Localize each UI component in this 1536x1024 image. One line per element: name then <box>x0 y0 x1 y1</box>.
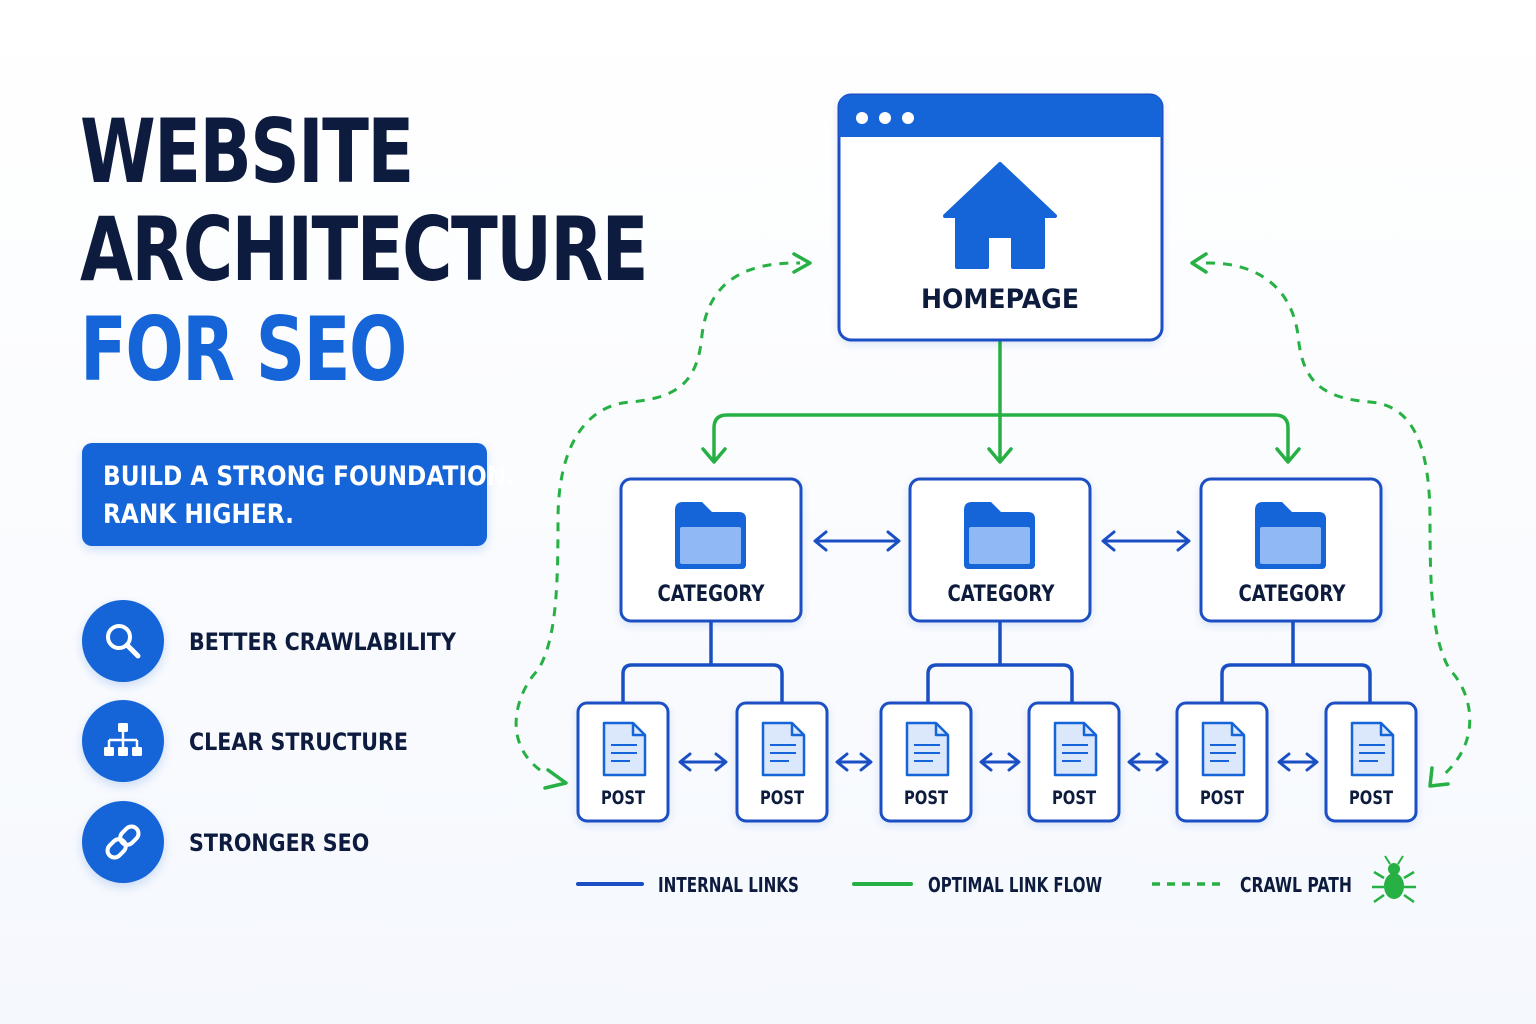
category-node-3: CATEGORY <box>1199 477 1383 623</box>
window-dot-1 <box>856 112 868 124</box>
post-label-4: POST <box>1052 787 1096 809</box>
category-label-3: CATEGORY <box>1239 582 1347 607</box>
double-arrow-cat-2-3 <box>1101 530 1191 552</box>
homepage-label: HOMEPAGE <box>921 284 1079 315</box>
tagline-line-1: BUILD A STRONG FOUNDATION. <box>103 461 515 492</box>
bug-icon <box>1372 855 1416 904</box>
document-icon <box>1201 721 1246 777</box>
optimal-link-flow <box>701 338 1301 464</box>
document-icon <box>1350 721 1395 777</box>
double-arrow-cat-1-2 <box>813 530 901 552</box>
tagline-box: BUILD A STRONG FOUNDATION. RANK HIGHER. <box>82 443 515 546</box>
legend-label-crawl-path: CRAWL PATH <box>1240 873 1352 897</box>
crawl-path-right <box>1205 261 1472 780</box>
category-node-2: CATEGORY <box>908 477 1092 623</box>
post-label-3: POST <box>904 787 948 809</box>
post-node-3: POST <box>879 701 973 823</box>
crawl-path-left-arrowhead-bottom <box>543 768 568 790</box>
feature-label-seo: STRONGER SEO <box>189 829 370 857</box>
legend: INTERNAL LINKS OPTIMAL LINK FLOW CRAWL P… <box>576 855 1416 904</box>
legend-label-optimal-link-flow: OPTIMAL LINK FLOW <box>928 873 1102 897</box>
home-icon <box>943 162 1057 269</box>
page-title-line-1: WEBSITE <box>80 100 414 203</box>
page-title-line-2: ARCHITECTURE <box>80 198 649 301</box>
post-node-2: POST <box>735 701 829 823</box>
post-node-5: POST <box>1175 701 1269 823</box>
double-arrow-post-2-3 <box>835 752 873 772</box>
crawl-path-left-arrowhead-top <box>792 252 812 274</box>
link-icon <box>82 801 164 883</box>
homepage-node: HOMEPAGE <box>837 93 1164 342</box>
legend-label-internal-links: INTERNAL LINKS <box>658 873 799 897</box>
post-label-5: POST <box>1200 787 1244 809</box>
post-label-2: POST <box>760 787 804 809</box>
double-arrow-post-5-6 <box>1277 752 1319 772</box>
crawl-path-left <box>514 261 801 772</box>
category-label-1: CATEGORY <box>658 582 766 607</box>
document-icon <box>905 721 950 777</box>
folder-icon <box>675 502 746 569</box>
feature-label-crawlability: BETTER CRAWLABILITY <box>189 628 456 656</box>
window-dot-2 <box>879 112 891 124</box>
category-node-1: CATEGORY <box>619 477 803 623</box>
folder-icon <box>964 502 1035 569</box>
feature-label-structure: CLEAR STRUCTURE <box>189 728 409 756</box>
post-label-6: POST <box>1349 787 1393 809</box>
double-arrow-post-1-2 <box>678 752 728 772</box>
post-node-4: POST <box>1027 701 1121 823</box>
post-node-1: POST <box>576 701 670 823</box>
document-icon <box>1053 721 1098 777</box>
folder-icon <box>1255 502 1326 569</box>
internal-links-tree <box>621 621 1372 702</box>
document-icon <box>602 721 647 777</box>
double-arrow-post-3-4 <box>979 752 1021 772</box>
category-label-2: CATEGORY <box>948 582 1056 607</box>
internal-links-double-arrows <box>678 530 1319 772</box>
crawl-path-right-arrowhead-top <box>1190 252 1208 274</box>
document-icon <box>761 721 806 777</box>
tagline-line-2: RANK HIGHER. <box>103 499 294 530</box>
post-label-1: POST <box>601 787 645 809</box>
double-arrow-post-4-5 <box>1127 752 1169 772</box>
window-dot-3 <box>902 112 914 124</box>
page-title-line-3: FOR SEO <box>80 298 407 401</box>
search-icon <box>82 600 164 682</box>
crawl-path-right-arrowhead-bottom <box>1428 766 1450 788</box>
post-node-6: POST <box>1324 701 1418 823</box>
sitemap-icon <box>82 700 164 782</box>
